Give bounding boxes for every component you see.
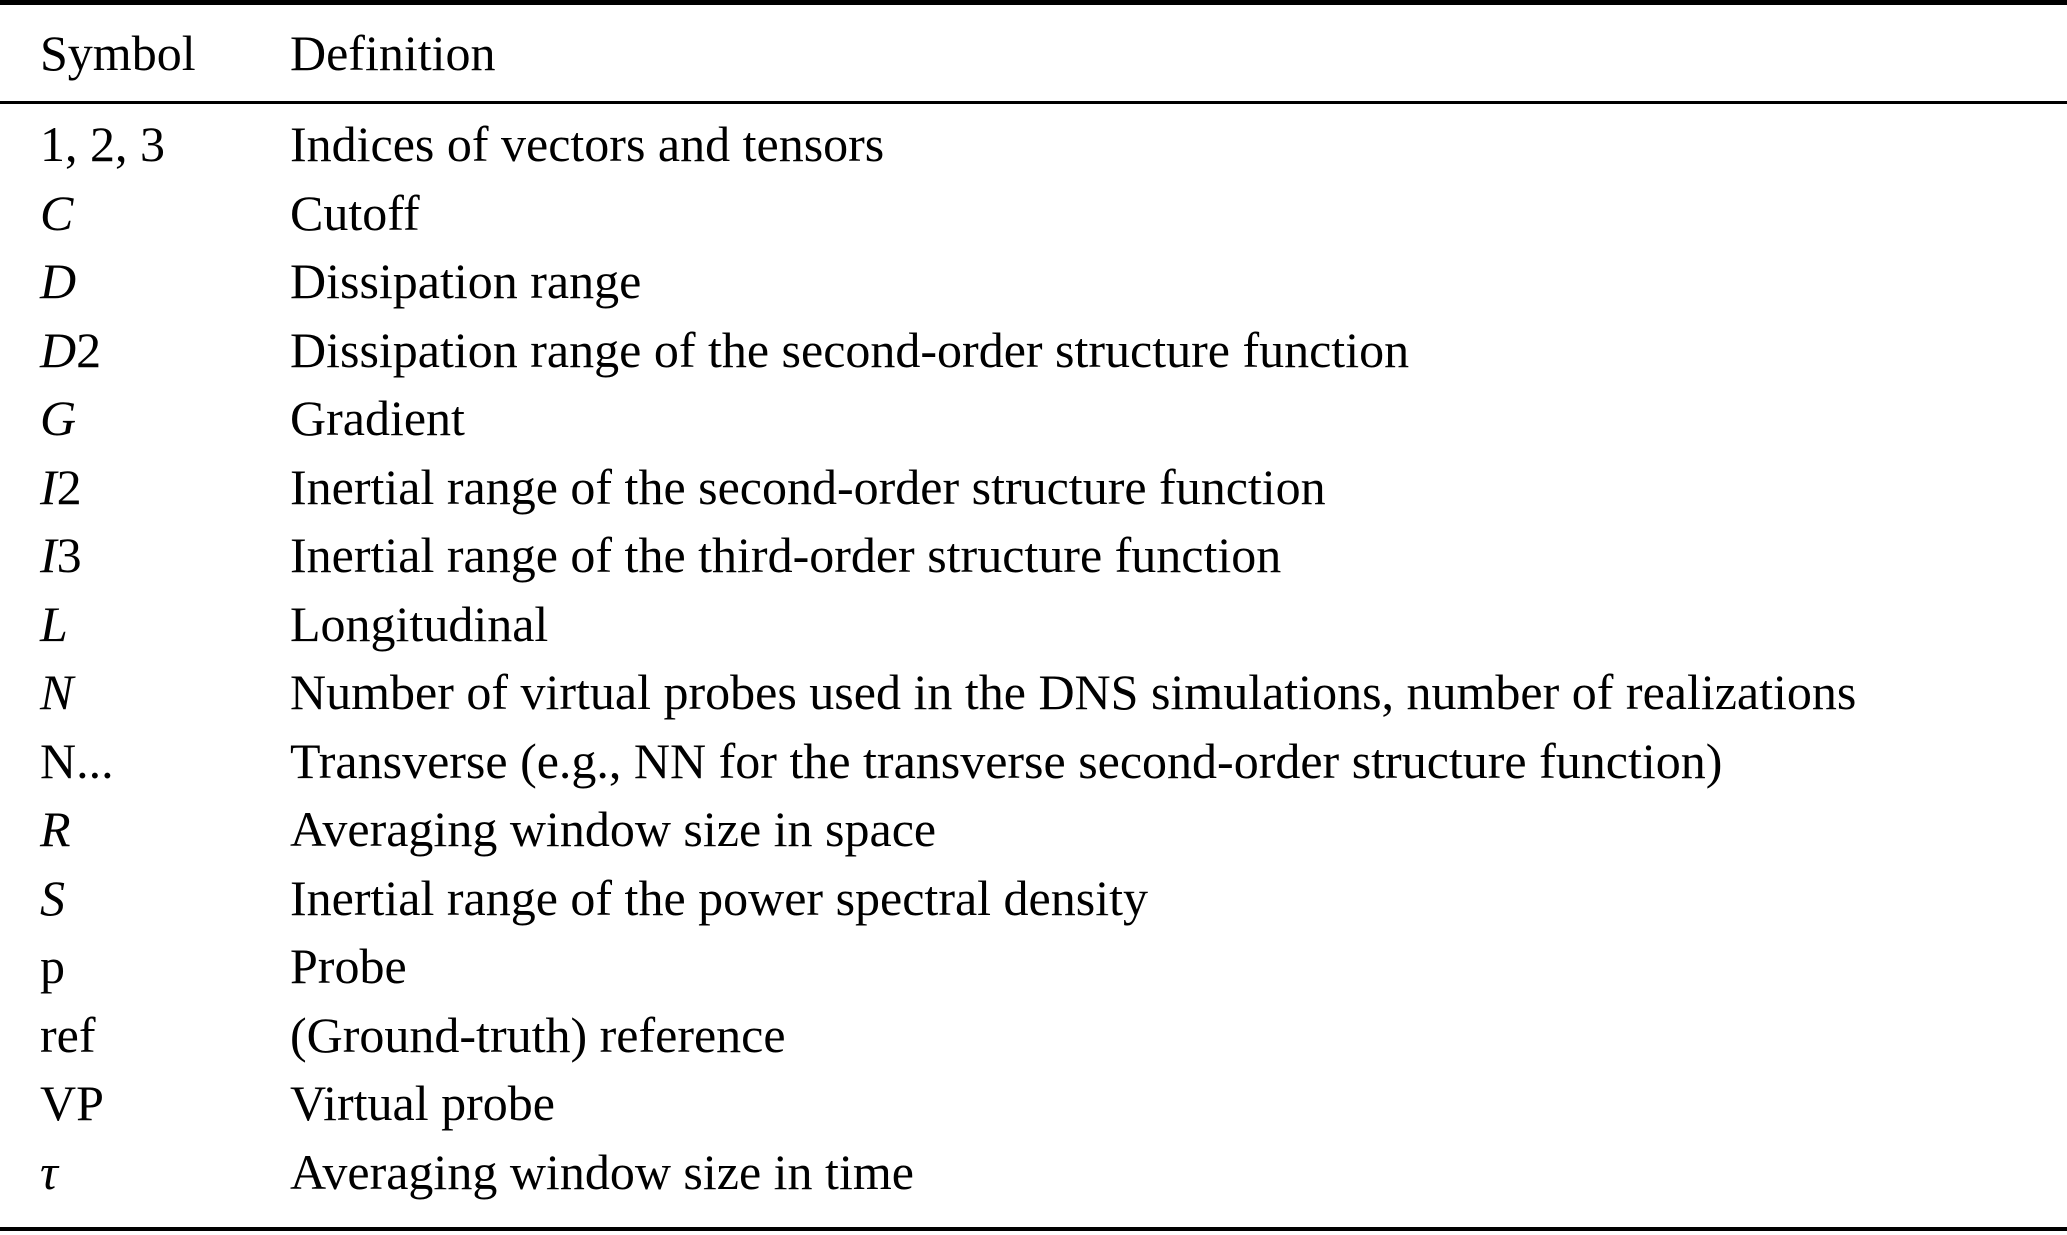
table-row: p Probe xyxy=(0,932,2067,1001)
symbol-upright-part: ref xyxy=(40,1006,96,1063)
symbol-cell: D2 xyxy=(0,321,290,379)
table-row: N Number of virtual probes used in the D… xyxy=(0,658,2067,727)
table-row: D2 Dissipation range of the second-order… xyxy=(0,316,2067,385)
symbol-upright-part: 1, 2, 3 xyxy=(40,116,165,173)
table-row: τ Averaging window size in time xyxy=(0,1138,2067,1207)
table-row: N... Transverse (e.g., NN for the transv… xyxy=(0,727,2067,796)
table-row: 1, 2, 3 Indices of vectors and tensors xyxy=(0,110,2067,179)
symbol-cell: N... xyxy=(0,732,290,790)
symbol-upright-part: 2 xyxy=(76,321,102,378)
symbol-cell: p xyxy=(0,937,290,995)
symbol-cell: C xyxy=(0,184,290,242)
symbol-upright-part: 2 xyxy=(56,458,82,515)
symbol-cell: ref xyxy=(0,1006,290,1064)
definition-cell: Indices of vectors and tensors xyxy=(290,116,885,173)
table-row: S Inertial range of the power spectral d… xyxy=(0,864,2067,933)
definition-cell: Inertial range of the power spectral den… xyxy=(290,869,1148,926)
symbol-cell: D xyxy=(0,252,290,310)
symbol-cell: VP xyxy=(0,1074,290,1132)
symbol-upright-part: VP xyxy=(40,1075,104,1132)
symbol-cell: G xyxy=(0,389,290,447)
symbol-italic-part: τ xyxy=(40,1143,58,1200)
symbol-cell: R xyxy=(0,800,290,858)
symbol-italic-part: S xyxy=(40,869,65,926)
table-row: C Cutoff xyxy=(0,179,2067,248)
definition-cell: Probe xyxy=(290,938,407,995)
table-row: D Dissipation range xyxy=(0,247,2067,316)
table-row: R Averaging window size in space xyxy=(0,795,2067,864)
header-rule xyxy=(0,101,2067,104)
definition-cell: Dissipation range xyxy=(290,253,642,310)
symbol-upright-part: N... xyxy=(40,732,114,789)
table-row: I2 Inertial range of the second-order st… xyxy=(0,453,2067,522)
definition-cell: Dissipation range of the second-order st… xyxy=(290,321,1410,378)
symbol-italic-part: R xyxy=(40,801,71,858)
symbol-upright-part: p xyxy=(40,938,65,995)
definition-cell: Longitudinal xyxy=(290,595,549,652)
symbol-italic-part: L xyxy=(40,595,68,652)
top-rule xyxy=(0,0,2067,5)
definition-cell: Averaging window size in time xyxy=(290,1143,914,1200)
symbol-italic-part: N xyxy=(40,664,74,721)
table-row: VP Virtual probe xyxy=(0,1069,2067,1138)
symbol-cell: 1, 2, 3 xyxy=(0,115,290,173)
symbol-cell: τ xyxy=(0,1143,290,1201)
symbol-italic-part: I xyxy=(40,458,57,515)
symbol-cell: I2 xyxy=(0,458,290,516)
bottom-rule xyxy=(0,1227,2067,1231)
symbol-italic-part: D xyxy=(40,321,77,378)
symbol-cell: N xyxy=(0,663,290,721)
table-row: L Longitudinal xyxy=(0,590,2067,659)
header-row: Symbol Definition xyxy=(0,5,2067,101)
definition-cell: (Ground-truth) reference xyxy=(290,1006,786,1063)
definition-cell: Gradient xyxy=(290,390,465,447)
symbol-cell: I3 xyxy=(0,526,290,584)
definition-cell: Inertial range of the third-order struct… xyxy=(290,527,1282,584)
symbol-cell: S xyxy=(0,869,290,927)
symbol-upright-part: 3 xyxy=(56,527,82,584)
definition-cell: Number of virtual probes used in the DNS… xyxy=(290,664,1857,721)
table-row: ref (Ground-truth) reference xyxy=(0,1001,2067,1070)
table-body: 1, 2, 3 Indices of vectors and tensors C… xyxy=(0,104,2067,1206)
definition-cell: Transverse (e.g., NN for the transverse … xyxy=(290,732,1723,789)
definition-cell: Averaging window size in space xyxy=(290,801,937,858)
table-row: I3 Inertial range of the third-order str… xyxy=(0,521,2067,590)
definition-cell: Inertial range of the second-order struc… xyxy=(290,458,1326,515)
symbol-italic-part: C xyxy=(40,184,74,241)
symbol-italic-part: G xyxy=(40,390,77,447)
definition-cell: Virtual probe xyxy=(290,1075,555,1132)
symbol-italic-part: I xyxy=(40,527,57,584)
definition-cell: Cutoff xyxy=(290,184,420,241)
symbol-cell: L xyxy=(0,595,290,653)
table-row: G Gradient xyxy=(0,384,2067,453)
column-header-symbol: Symbol xyxy=(40,25,196,81)
column-header-definition: Definition xyxy=(290,25,496,81)
symbol-italic-part: D xyxy=(40,253,77,310)
